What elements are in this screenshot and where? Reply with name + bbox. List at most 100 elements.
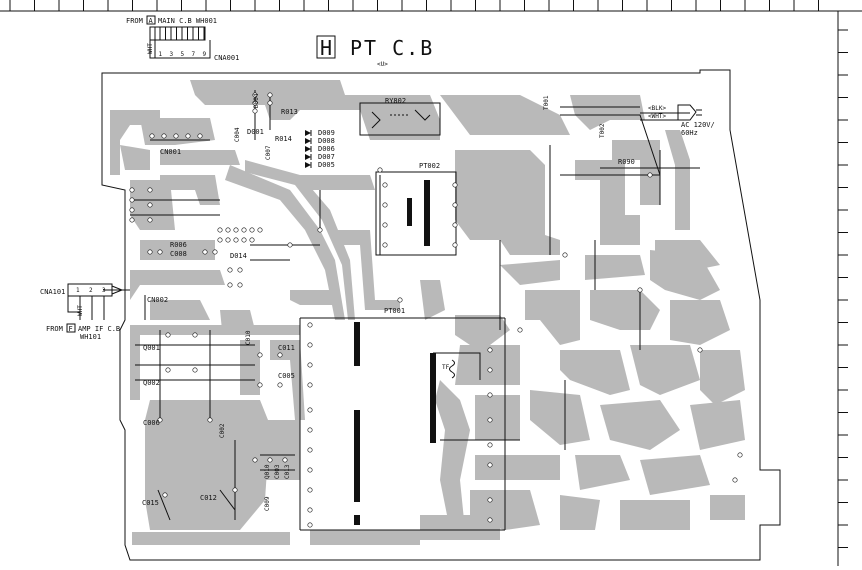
label-r013: R013 [281,108,298,116]
label-tf: TF [442,364,450,371]
solder-pad [382,182,388,188]
solder-pad [487,442,493,448]
solder-pad [149,133,155,139]
label-c003: C003 [274,464,281,479]
solder-pad [217,227,223,233]
solder-pad [277,352,283,358]
label-d005: D005 [318,161,335,169]
label-c012: C012 [200,494,217,502]
left-connector-board: F [69,325,73,333]
title-block: H PT C.B <U> [316,35,432,68]
diode-symbol [305,146,311,152]
tf-symbol [449,359,455,379]
solder-pad [249,227,255,233]
left-connector-pin-1: 1 [76,287,80,294]
diode-symbol [305,138,311,144]
solder-pad [249,237,255,243]
solder-pad [487,417,493,423]
pads [129,92,743,528]
diode-symbol [305,154,311,160]
label-d007: D007 [318,153,335,161]
label-d014: D014 [230,252,247,260]
solder-pad [129,187,135,193]
left-connector-from: FROM [46,325,63,333]
label-r014: R014 [275,135,292,143]
solder-pad [487,462,493,468]
solder-pad [382,242,388,248]
label-c007: C007 [265,145,272,160]
top-connector-from-text: MAIN C.B WH001 [158,17,217,25]
label-c015: C015 [142,499,159,507]
connector-pin-number: 5 [181,51,185,58]
solder-pad [307,522,313,528]
component-labels: RY802 R013 D004 D009 D008 D006 D007 D005… [142,93,635,511]
label-t001: T001 [543,95,550,110]
solder-pad [257,382,263,388]
title-letter: H [320,36,334,60]
solder-pad [737,452,743,458]
label-c011: C011 [278,344,295,352]
label-c004: C004 [234,127,241,142]
solder-pad [267,100,273,106]
label-d001: D001 [247,128,264,136]
top-connector-board: A [149,17,154,25]
label-cn001: CN001 [160,148,181,156]
solder-pad [487,517,493,523]
label-cn002: CN002 [147,296,168,304]
solder-pad [212,249,218,255]
ac-input: <BLK> <WHT> AC 120V/ 60Hz [648,104,715,137]
left-connector-name: CNA101 [40,288,65,296]
solder-pad [192,367,198,373]
ac-wht-label: <WHT> [648,113,666,120]
solder-pad [307,507,313,513]
solder-pad [267,92,273,98]
connector-pin-number: 9 [203,51,207,58]
solder-pad [233,237,239,243]
solder-pad [317,227,323,233]
solder-pad [307,362,313,368]
solder-pad [227,282,233,288]
solder-pad [307,467,313,473]
label-c009: C009 [264,496,271,511]
solder-pad [129,217,135,223]
solder-pad [252,92,258,98]
solder-pad [732,477,738,483]
solder-pad [487,497,493,503]
solder-pad [697,347,703,353]
solder-pad [241,227,247,233]
left-connector-pin-3: 3 [102,287,106,294]
solder-pad [452,202,458,208]
solder-pad [487,392,493,398]
left-connector: CNA101 1 2 3 WHT FROM F AMP IF C.B WH101 [40,283,124,341]
label-c005: C005 [278,372,295,380]
label-d009: D009 [318,129,335,137]
solder-pad [232,487,238,493]
solder-pad [307,427,313,433]
label-c006: C006 [143,419,160,427]
diode-symbol [305,162,311,168]
solder-pad [377,167,383,173]
label-pt002: PT002 [419,162,440,170]
label-c010: C010 [245,330,252,345]
solder-pad [173,133,179,139]
solder-pad [252,100,258,106]
solder-pad [452,222,458,228]
solder-pad [307,447,313,453]
label-c002: C002 [219,423,226,438]
solder-pad [452,242,458,248]
copper-traces [110,80,745,545]
top-connector-from: FROM [126,17,143,25]
ac-spec: AC 120V/ [681,121,715,129]
label-r006: R006 [170,241,187,249]
solder-pad [487,347,493,353]
solder-pad [207,417,213,423]
solder-pad [147,202,153,208]
solder-pad [282,457,288,463]
solder-pad [252,457,258,463]
diode-row [305,130,312,168]
solder-pad [237,267,243,273]
solder-pad [147,217,153,223]
diode-symbol [305,130,311,136]
